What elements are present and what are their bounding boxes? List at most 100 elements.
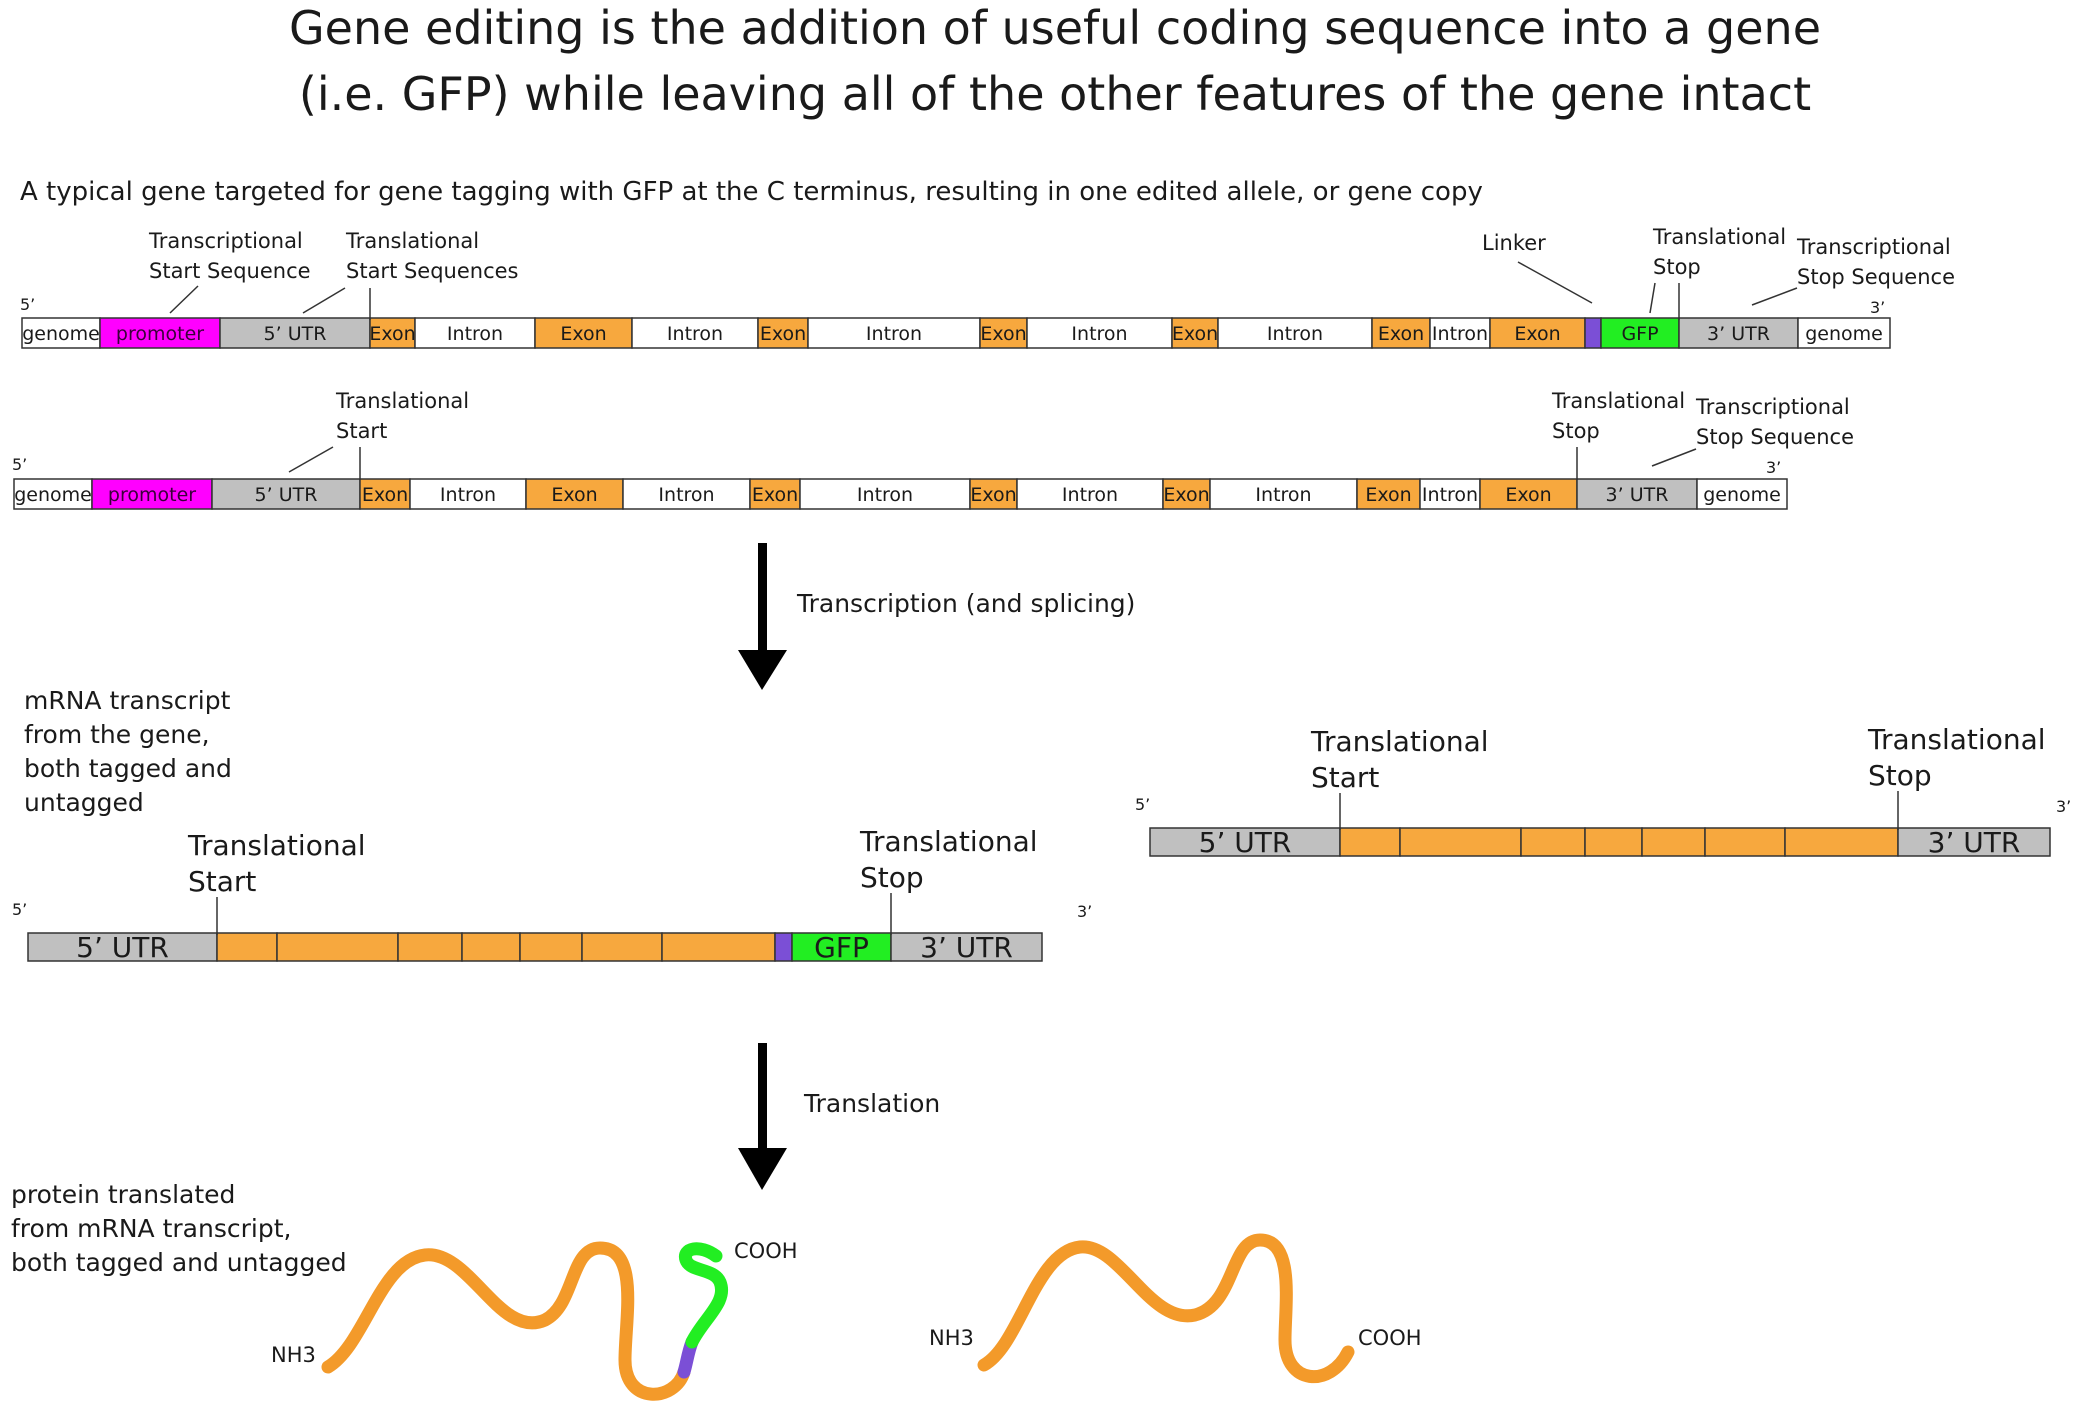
untagged-mrna-start-label-2: Start — [1311, 761, 1379, 794]
untagged-mrna-utr3-label: 3’ UTR — [1928, 826, 2021, 859]
tagged-gene-promoter-segment: promoter — [99, 317, 221, 349]
untagged-gene-exon-label: Exon — [1365, 484, 1411, 506]
untagged-gene-exon-segment: Exon — [1356, 478, 1421, 510]
leader-translational-start — [302, 287, 346, 314]
tagged-mrna-gfp-label: GFP — [814, 931, 869, 964]
tagged-gene-exon-segment: Exon — [1371, 317, 1431, 349]
untagged-gene-intron-segment: Intron — [1016, 478, 1164, 510]
tagged-gene-exon-segment: Exon — [534, 317, 633, 349]
untagged-gene-utr3-segment: 3’ UTR — [1576, 478, 1698, 510]
untagged-mrna-3prime: 3’ — [2056, 797, 2071, 816]
tagged-gene-intron-label: Intron — [1432, 323, 1488, 345]
tagged-mrna-stop-label-1: Translational — [859, 825, 1038, 858]
label-transcriptional-start-2: Start Sequence — [149, 259, 311, 283]
untagged-gene-intron-label: Intron — [1422, 484, 1478, 506]
untagged-mrna-start-label-1: Translational — [1310, 725, 1489, 758]
tagged-gene-intron-label: Intron — [667, 323, 723, 345]
tagged-gene-intron-segment: Intron — [631, 317, 759, 349]
tagged-gene-exon-label: Exon — [1514, 323, 1560, 345]
untagged-gene-genome-segment: genome — [13, 478, 93, 510]
untagged-protein: NH3 COOH — [929, 1233, 1422, 1383]
leader-untagged-transcriptional-stop — [1651, 448, 1697, 467]
label-untagged-transcriptional-stop-2: Stop Sequence — [1696, 425, 1854, 449]
tagged-gene-genome-label: genome — [22, 323, 100, 345]
untagged-gene-exon-segment: Exon — [1162, 478, 1211, 510]
untagged-gene-intron-label: Intron — [658, 484, 714, 506]
untagged-gene-promoter-label: promoter — [108, 484, 196, 506]
untagged-gene-intron-segment: Intron — [1419, 478, 1481, 510]
untagged-gene-promoter-segment: promoter — [91, 478, 213, 510]
label-translational-stop-1: Translational — [1652, 225, 1786, 249]
untagged-protein-cooh: COOH — [1358, 1326, 1422, 1350]
protein-caption: protein translated from mRNA transcript,… — [11, 1180, 347, 1277]
tagged-gene-intron-segment: Intron — [1429, 317, 1491, 349]
tagged-mrna-exon-segment — [581, 932, 663, 962]
untagged-gene-exon-label: Exon — [970, 484, 1016, 506]
untagged-gene-exon-segment: Exon — [749, 478, 801, 510]
untagged-gene-intron-label: Intron — [1255, 484, 1311, 506]
untagged-mrna-5prime: 5’ — [1135, 795, 1150, 814]
label-untagged-translational-stop-1: Translational — [1551, 389, 1685, 413]
untagged-gene-intron-label: Intron — [857, 484, 913, 506]
untagged-mrna: 5’ 3’ 5’ UTR 3’ UTR Translational Start T… — [1135, 723, 2071, 859]
untagged-gene-5prime: 5’ — [12, 455, 27, 474]
tagged-gene-exon-label: Exon — [1378, 323, 1424, 345]
tagged-gene-exon-segment: Exon — [979, 317, 1028, 349]
untagged-mrna-exon-segment — [1399, 827, 1522, 857]
tagged-mrna-stop-label-2: Stop — [860, 861, 924, 894]
tagged-mrna-utr3-label: 3’ UTR — [920, 931, 1013, 964]
label-translational-start-1: Translational — [345, 229, 479, 253]
tagged-mrna-exon-segment — [519, 932, 583, 962]
tagged-gene-exon-label: Exon — [1172, 323, 1218, 345]
untagged-mrna-stop-label-1: Translational — [1867, 723, 2046, 756]
untagged-gene-genome-label: genome — [14, 484, 92, 506]
untagged-gene-utr5-label: 5’ UTR — [255, 484, 318, 506]
untagged-mrna-exon-segment — [1584, 827, 1643, 857]
untagged-gene-exon-label: Exon — [551, 484, 597, 506]
title-line-2: (i.e. GFP) while leaving all of the othe… — [299, 67, 1811, 121]
tagged-gene-intron-label: Intron — [1071, 323, 1127, 345]
untagged-mrna-exon-segment — [1339, 827, 1401, 857]
label-linker: Linker — [1482, 231, 1546, 255]
tagged-mrna-exon-segment — [216, 932, 278, 962]
label-transcriptional-stop-1: Transcriptional — [1796, 235, 1951, 259]
tagged-mrna-start-label-1: Translational — [187, 829, 366, 862]
tagged-gene-intron-segment: Intron — [414, 317, 536, 349]
tagged-mrna-gfp-segment: GFP — [791, 931, 892, 964]
tagged-protein: NH3 COOH — [271, 1239, 798, 1401]
mrna-caption-line-4: untagged — [24, 788, 144, 817]
tagged-gene-exon-label: Exon — [560, 323, 606, 345]
tagged-mrna-5prime: 5’ — [12, 900, 27, 919]
mrna-caption-line-3: both tagged and — [24, 754, 232, 783]
untagged-gene-exon-segment: Exon — [1479, 478, 1578, 510]
protein-caption-line-2: from mRNA transcript, — [11, 1214, 291, 1243]
tagged-gene-intron-segment: Intron — [1217, 317, 1373, 349]
untagged-gene-intron-label: Intron — [1062, 484, 1118, 506]
tagged-mrna-exon-segment — [276, 932, 399, 962]
label-untagged-translational-start-1: Translational — [335, 389, 469, 413]
protein-caption-line-1: protein translated — [11, 1180, 235, 1209]
tagged-mrna-utr3-segment: 3’ UTR — [890, 931, 1043, 964]
leader-transcriptional-start — [169, 285, 199, 314]
tagged-gene-3prime: 3’ — [1870, 298, 1885, 317]
label-untagged-translational-stop-2: Stop — [1552, 419, 1600, 443]
untagged-gene-exon-label: Exon — [1163, 484, 1209, 506]
untagged-mrna-exon-segment — [1784, 827, 1899, 857]
mrna-caption-line-2: from the gene, — [24, 720, 210, 749]
untagged-mrna-exon-segment — [1704, 827, 1786, 857]
untagged-mrna-utr5-label: 5’ UTR — [1199, 826, 1292, 859]
untagged-gene-intron-segment: Intron — [409, 478, 527, 510]
leader-transcriptional-stop — [1751, 287, 1798, 306]
label-transcriptional-start-1: Transcriptional — [148, 229, 303, 253]
tagged-gene-5prime: 5’ — [20, 295, 35, 314]
tagged-gene-exon-segment: Exon — [1489, 317, 1586, 349]
untagged-mrna-utr3-segment: 3’ UTR — [1897, 826, 2051, 859]
mrna-caption: mRNA transcript from the gene, both tagg… — [24, 686, 232, 817]
tagged-gene-exon-segment: Exon — [757, 317, 809, 349]
untagged-mrna-stop-label-2: Stop — [1868, 759, 1932, 792]
untagged-gene-genome-label: genome — [1703, 484, 1781, 506]
untagged-gene-utr3-label: 3’ UTR — [1606, 484, 1669, 506]
